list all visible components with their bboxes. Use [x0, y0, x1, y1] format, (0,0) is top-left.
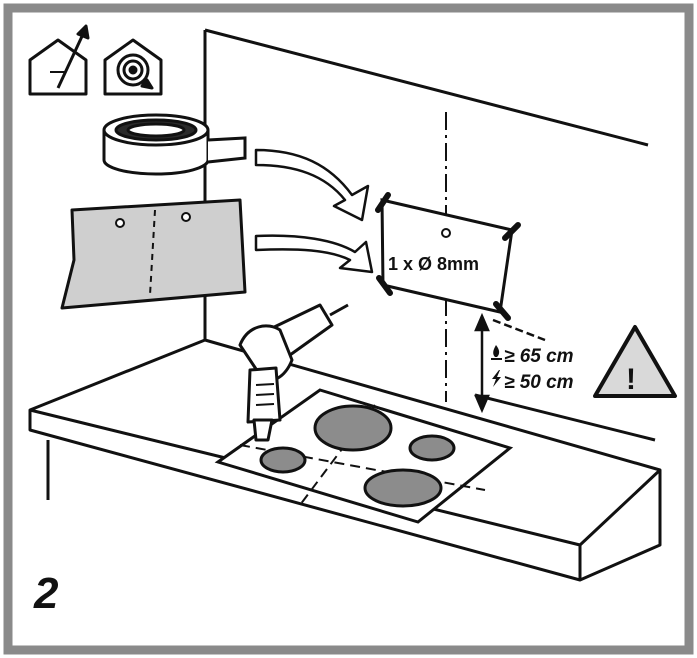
electric-distance-label: ≥ 50 cm [504, 372, 574, 393]
house-recirculation-icon [103, 38, 163, 96]
drill-icon [238, 303, 349, 442]
burner-small [259, 446, 307, 474]
warning-symbol: ! [626, 363, 636, 396]
arrow-tape-to-wall [254, 148, 370, 222]
cooktop [214, 388, 514, 524]
distance-arrow [474, 312, 546, 414]
burner-small [408, 434, 456, 462]
house-ducted-icon [28, 24, 90, 96]
warning-triangle-icon: ! [593, 325, 677, 398]
frame-border [3, 3, 694, 655]
gas-distance-label: ≥ 65 cm [504, 346, 574, 367]
flame-icon [491, 345, 502, 360]
burner-large [363, 468, 443, 508]
arrow-paper-to-wall [254, 234, 374, 274]
step-number: 2 [33, 569, 59, 618]
drill-template: 1 x Ø 8mm [375, 192, 521, 321]
distance-labels: ≥ 65 cm ≥ 50 cm [491, 345, 574, 393]
paper-sheet [60, 198, 247, 310]
lightning-icon [492, 370, 501, 387]
burner-large [313, 404, 393, 452]
hole-spec-label: 1 x Ø 8mm [388, 254, 479, 274]
tape-roll [102, 113, 247, 176]
